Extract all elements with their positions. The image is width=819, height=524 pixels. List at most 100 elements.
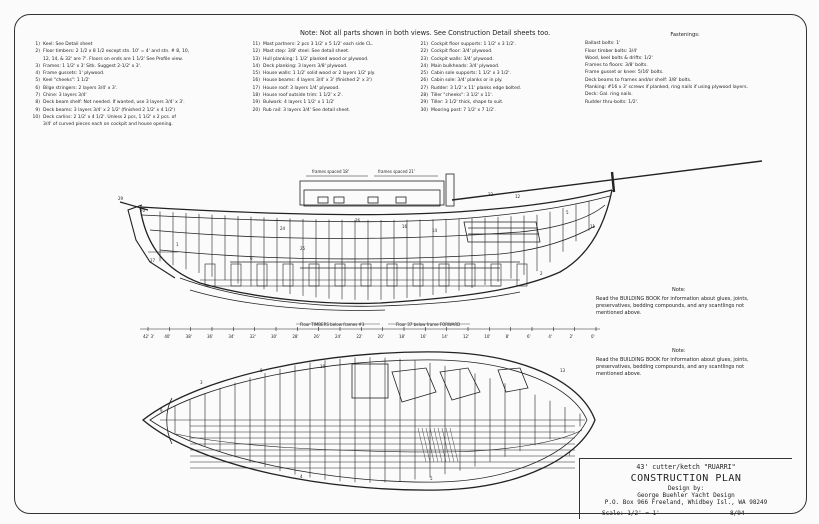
fastening-item: Deck beams to frames and/or shelf: 3/8' … (585, 77, 692, 83)
part-text: 3/4' of curved pieces each on cockpit an… (43, 122, 173, 128)
part-number: 6) (35, 85, 40, 91)
rudder (127, 204, 176, 279)
designer-address: P.O. Box 966 Freeland, Whidbey Isl., WA … (604, 499, 768, 506)
part-text: Rudder: 3 1/2' x 11' planks edge bolted. (431, 85, 522, 91)
station-label: 22' (356, 334, 362, 339)
house-dim-b: frames spaced 21' (378, 169, 415, 174)
station-label: 38' (186, 334, 192, 339)
callout-number: 25 (300, 246, 306, 251)
part-number: 29) (420, 100, 428, 106)
stack (445, 173, 455, 207)
station-label: 28' (292, 334, 298, 339)
part-item: 18)House roof outside trim: 1 1/2' x 2'. (246, 92, 421, 99)
station-label: 8' (506, 334, 510, 339)
part-text: Hull planking: 1 1/2' planked wood or pl… (263, 56, 369, 62)
part-number: 9) (35, 107, 40, 113)
fastening-item: Ballast bolts: 1' (585, 41, 621, 47)
floor-timber (386, 263, 398, 287)
scale: Scale: 1/2' = 1' (602, 510, 660, 517)
fastenings-list: Fastenings: Ballast bolts: 1'Floor timbe… (585, 32, 785, 106)
part-item: 19)Bulwark: 4 layers 1 1/2' x 1 1/2' (246, 99, 421, 106)
callout-number: 3 (200, 380, 203, 385)
floor-timber (230, 263, 242, 287)
floor-timber (516, 263, 528, 287)
fastening-item: Planking: #16 x 3' screws if planked, ri… (585, 85, 748, 91)
part-text: Deck beam shelf: Not needed. If wanted, … (43, 100, 185, 106)
part-number: 30) (420, 107, 428, 113)
part-item: 12)Mast step: 3/8' steel. See detail she… (246, 48, 421, 55)
callout-number: 9 (160, 408, 163, 413)
station-label: 2' (570, 334, 574, 339)
part-text: Cockpit floor: 3/4' plywood. (431, 49, 493, 55)
companion (463, 221, 541, 243)
deckhouse (299, 180, 445, 206)
part-number: 26) (420, 78, 428, 84)
hatch-line (449, 427, 459, 463)
station-label: 36' (207, 334, 213, 339)
floor-timber (438, 263, 450, 287)
part-number: 12) (252, 49, 260, 55)
callout-number: 5 (566, 210, 569, 215)
part-text: Deck carlins: 2 1/2' x 4 1/2'. Unless 2 … (43, 114, 176, 120)
callout-number: 4 (300, 474, 303, 479)
port-2 (333, 196, 345, 204)
part-item: 30)Mooring post: 7 1/2' x 7 1/2'. (414, 107, 589, 114)
part-item: 25)Cabin sole supports: 1 1/2' x 3 1/2'. (414, 70, 589, 77)
part-text: Cockpit floor supports: 1 1/2' x 3 1/2'. (431, 42, 516, 47)
part-text: Tiller "cheeks": 3 1/2' x 11'. (431, 93, 494, 99)
part-text: Keel: See Detail sheet (43, 42, 93, 47)
hatch-line (441, 427, 451, 463)
part-text: House beams: 4 layers 3/4' x 3' (finishe… (263, 78, 372, 84)
callout-number: 10 (320, 364, 326, 369)
floor-timber (256, 263, 268, 287)
station-label: 0' (591, 334, 595, 339)
plan-inner (149, 359, 588, 483)
part-text: Chine: 3 layers 3/4' (43, 93, 87, 99)
port-1 (317, 196, 329, 204)
part-number: 3) (35, 63, 40, 69)
fastening-item: Frame gusset or knee: 5/16' bolts. (585, 70, 664, 76)
part-number: 5) (35, 78, 40, 84)
callout-number: 27 (150, 258, 156, 263)
part-item: 4)Frame gussets: 1' plywood. (26, 70, 256, 77)
fastening-item: Deck: Gal. ring nails. (585, 92, 633, 98)
part-item: 3/4' of curved pieces each on cockpit an… (26, 121, 256, 128)
part-number: 14) (252, 63, 260, 69)
part-item: 2)Floor timbers: 2 1/2 x 8 1/2 except st… (26, 48, 256, 55)
part-text: Mast step: 3/8' steel. See detail sheet. (263, 49, 350, 55)
part-item: 6)Bilge stringers: 2 layers 3/4' x 3'. (26, 85, 256, 92)
part-number: 28) (420, 93, 428, 99)
callout-number: 1 (176, 242, 179, 247)
part-number: 2) (35, 49, 40, 55)
part-item: 14)Deck planking: 3 layers 3/8' plywood. (246, 63, 421, 70)
floor-timber (204, 263, 216, 287)
top-note: Note: Not all parts shown in both views.… (300, 29, 551, 37)
part-number: 19) (252, 100, 260, 106)
part-number: 22) (420, 49, 428, 55)
part-text: Keel "cheeks": 1 1/2' (43, 78, 90, 84)
hatch-line (445, 427, 455, 463)
keel-bottom (189, 289, 386, 311)
part-item: 26)Cabin sole: 3/4' planks or in ply. (414, 77, 589, 84)
part-item: 9)Deck beams: 3 layers 3/4' x 2 1/2' (fi… (26, 107, 256, 114)
part-number: 17) (252, 85, 260, 91)
part-item: 13)Hull planking: 1 1/2' planked wood or… (246, 56, 421, 63)
part-number: 24) (420, 63, 428, 69)
part-item: 7)Chine: 3 layers 3/4' (26, 92, 256, 99)
part-text: Cabin sole supports: 1 1/2' x 3 1/2'. (431, 71, 511, 77)
hatch-line (429, 427, 439, 463)
part-text: Cabin sole: 3/4' planks or in ply. (431, 78, 503, 84)
station-label: 42' 3' (143, 334, 154, 339)
drawing-title: CONSTRUCTION PLAN (630, 473, 742, 484)
note-1: Note: Read the BUILDING BOOK for informa… (596, 287, 756, 316)
part-number: 25) (420, 71, 428, 77)
part-text: Main bulkheads: 3/4' plywood. (431, 63, 500, 69)
station-label: 34' (228, 334, 234, 339)
hatch-line (417, 427, 427, 463)
part-number: 21) (420, 42, 428, 47)
part-text: Deck beams: 3 layers 3/4' x 2 1/2' (fini… (43, 107, 176, 113)
part-item: 11)Mast partners: 2 pcs 3 1/2' x 5 1/2' … (246, 41, 421, 48)
part-item: 15)House walls: 1 1/2' solid wood or 2 l… (246, 70, 421, 77)
callout-number: 22 (488, 192, 494, 197)
